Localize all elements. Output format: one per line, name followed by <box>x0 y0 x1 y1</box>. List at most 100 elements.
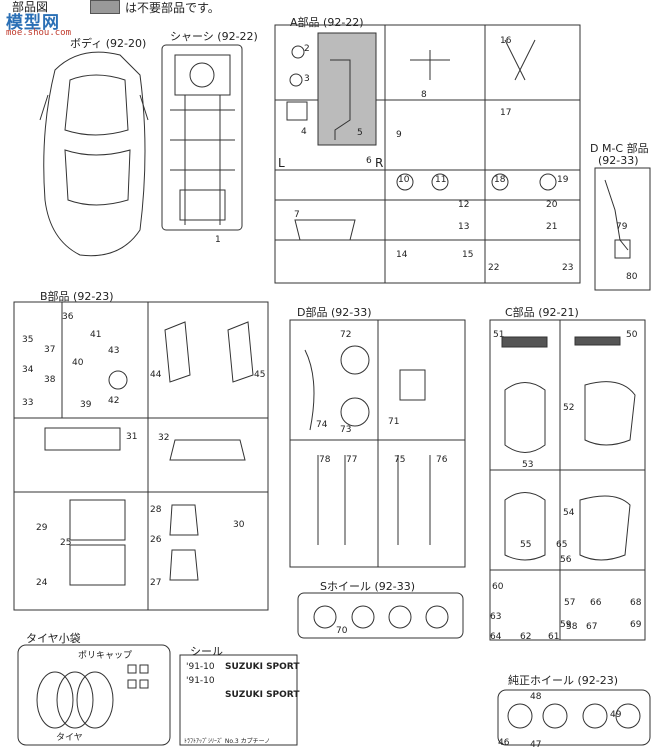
part-number: 66 <box>590 598 602 608</box>
part-number: 47 <box>530 740 542 750</box>
section-s-wheel-label: Sホイール (92-33) <box>320 580 416 593</box>
watermark-logo: 模型网 <box>6 13 60 33</box>
part-number: 7 <box>294 210 300 220</box>
part-number: 18 <box>494 175 506 185</box>
section-tire-bag-label: タイヤ小袋 <box>26 632 81 645</box>
part-number: 63 <box>490 612 502 622</box>
part-number: 3 <box>304 74 310 84</box>
part-number: 29 <box>36 523 48 533</box>
part-number: 2 <box>304 44 310 54</box>
part-number: 76 <box>436 455 448 465</box>
part-number: 68 <box>630 598 642 608</box>
part-number: 59 <box>560 620 572 630</box>
part-number: 27 <box>150 578 162 588</box>
part-number: 53 <box>522 460 534 470</box>
part-number: 4 <box>301 127 307 137</box>
part-number: 64 <box>490 632 502 642</box>
part-number: 16 <box>500 36 512 46</box>
part-number: 38 <box>44 375 56 385</box>
part-number: 65 <box>556 540 568 550</box>
part-number: 14 <box>396 250 408 260</box>
part-number: 46 <box>498 738 510 748</box>
part-number: 36 <box>62 312 74 322</box>
part-number: 12 <box>458 200 470 210</box>
unneeded-part-swatch <box>90 0 120 14</box>
part-number: 28 <box>150 505 162 515</box>
sprue-a <box>274 24 581 284</box>
part-number: 62 <box>520 632 532 642</box>
tire-label: タイヤ <box>56 733 83 743</box>
part-number: 17 <box>500 108 512 118</box>
part-number: 77 <box>346 455 358 465</box>
sprue-s-wheel <box>297 592 464 639</box>
part-number: 39 <box>80 400 92 410</box>
part-number: 33 <box>22 398 34 408</box>
part-number: 11 <box>435 175 447 185</box>
section-dmc-code: (92-33) <box>598 154 639 167</box>
part-number: 79 <box>616 222 628 232</box>
side-left-label: L <box>278 156 285 170</box>
part-number: 20 <box>546 200 558 210</box>
section-dmc-label: D M-C 部品 <box>590 142 649 155</box>
part-number: 31 <box>126 432 138 442</box>
part-number: 49 <box>610 710 622 720</box>
poly-cap-label: ポリキャップ <box>78 651 133 661</box>
part-number: 60 <box>492 582 504 592</box>
part-number: 22 <box>488 263 500 273</box>
sprue-d <box>289 319 466 568</box>
part-number: 57 <box>564 598 576 608</box>
part-number: 5 <box>357 128 363 138</box>
section-a-label: A部品 (92-22) <box>290 16 364 29</box>
part-number: 56 <box>560 555 572 565</box>
part-number: 48 <box>530 692 542 702</box>
part-number: 26 <box>150 535 162 545</box>
decal-line-1: '91-10 <box>186 662 215 672</box>
part-number: 13 <box>458 222 470 232</box>
sprue-stock-wheel <box>497 689 651 746</box>
section-stock-wheel-label: 純正ホイール (92-23) <box>508 674 619 687</box>
part-number: 40 <box>72 358 84 368</box>
part-number: 43 <box>108 346 120 356</box>
section-chassis-label: シャーシ (92-22) <box>170 30 258 43</box>
part-number: 41 <box>90 330 102 340</box>
legend-note: は不要部品です。 <box>125 1 220 15</box>
part-number: 80 <box>626 272 638 282</box>
section-body-label: ボディ (92-20) <box>70 37 147 50</box>
part-number: 42 <box>108 396 120 406</box>
sprue-b <box>13 301 269 611</box>
part-number: 19 <box>557 175 569 185</box>
part-number: 10 <box>398 175 410 185</box>
decal-sheet <box>179 654 298 746</box>
part-number: 32 <box>158 433 170 443</box>
part-number: 35 <box>22 335 34 345</box>
part-number: 70 <box>336 626 348 636</box>
part-number: 34 <box>22 365 34 375</box>
part-number: 61 <box>548 632 560 642</box>
part-number: 54 <box>563 508 575 518</box>
part-number: 23 <box>562 263 574 273</box>
part-number: 21 <box>546 222 558 232</box>
part-number: 15 <box>462 250 474 260</box>
part-number: 25 <box>60 538 72 548</box>
part-number: 6 <box>366 156 372 166</box>
sprue-dmc <box>594 167 651 291</box>
part-number: 67 <box>586 622 598 632</box>
section-c-label: C部品 (92-21) <box>505 306 579 319</box>
part-number: 71 <box>388 417 400 427</box>
decal-footer: ﾄﾗﾌﾄｱｯﾌﾟｼﾘｰｽﾞ No.3 カプチーノ <box>184 738 271 745</box>
part-number: 30 <box>233 520 245 530</box>
part-number: 8 <box>421 90 427 100</box>
part-number: 45 <box>254 370 266 380</box>
part-number: 78 <box>319 455 331 465</box>
part-number: 24 <box>36 578 48 588</box>
part-number: 58 <box>566 622 578 632</box>
part-number: 73 <box>340 425 352 435</box>
part-number: 1 <box>215 235 221 245</box>
part-number: 44 <box>150 370 162 380</box>
part-number: 55 <box>520 540 532 550</box>
chassis-drawing <box>161 44 243 231</box>
sprue-c <box>489 319 646 641</box>
decal-line-2: '91-10 <box>186 676 215 686</box>
body-shell-drawing <box>39 51 149 257</box>
part-number: 50 <box>626 330 638 340</box>
